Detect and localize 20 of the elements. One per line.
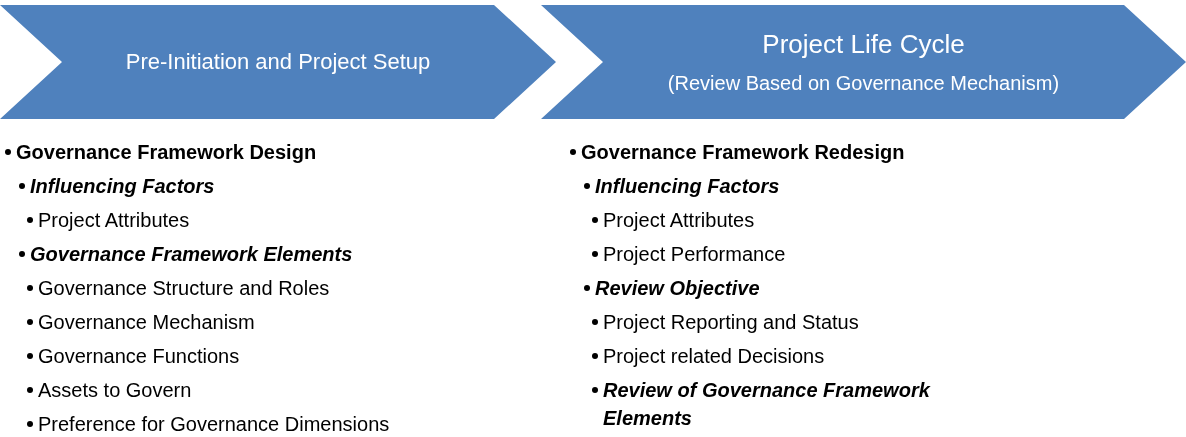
list-item: Project related Decisions — [603, 344, 825, 369]
subheading: Influencing Factors — [30, 174, 215, 199]
stage-subtitle: (Review Based on Governance Mechanism) — [667, 70, 1060, 96]
list-item: Project Attributes — [603, 208, 755, 233]
subheading: Governance Framework Elements — [30, 242, 353, 267]
subheading: Influencing Factors — [595, 174, 780, 199]
list-item: Assets to Govern — [38, 378, 192, 403]
section-heading: Governance Framework Redesign — [581, 140, 905, 165]
list-item: Governance Mechanism — [38, 310, 255, 335]
list-item: Governance Functions — [38, 344, 240, 369]
list-item: Preference for Governance Dimensions — [38, 412, 390, 437]
list-item: Project Attributes — [38, 208, 190, 233]
list-item: Project Reporting and Status — [603, 310, 859, 335]
section-heading: Governance Framework Design — [16, 140, 317, 165]
list-item: Governance Structure and Roles — [38, 276, 330, 301]
stage-title: Project Life Cycle — [762, 28, 965, 61]
subheading: Review Objective — [595, 276, 760, 301]
subheading: Review of Governance Framework Elements — [603, 378, 932, 431]
stage-title: Pre-Initiation and Project Setup — [125, 48, 431, 76]
list-item: Project Performance — [603, 242, 786, 267]
